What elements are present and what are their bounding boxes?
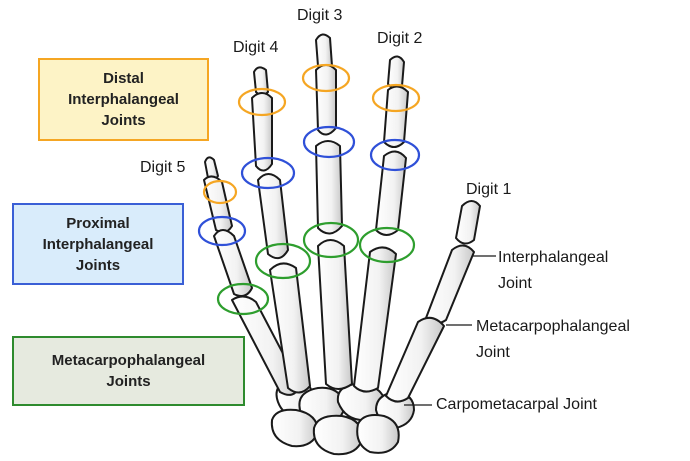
digit-3-label: Digit 3 (297, 6, 342, 26)
legend-distal-line2: Interphalangeal (68, 89, 179, 110)
digit-4-label: Digit 4 (233, 38, 278, 58)
legend-distal-line3: Joints (68, 110, 179, 131)
thumb-mcp-line2: Joint (476, 340, 630, 366)
thumb-carpometacarpal-label: Carpometacarpal Joint (436, 395, 597, 415)
thumb-metacarpophalangeal-label: Metacarpophalangeal Joint (476, 314, 630, 366)
digit-3-bones (316, 34, 352, 389)
legend-distal-line1: Distal (68, 68, 179, 89)
digit-1-label: Digit 1 (466, 180, 511, 200)
thumb-ip-line2: Joint (498, 271, 608, 297)
legend-distal-interphalangeal: Distal Interphalangeal Joints (38, 58, 209, 141)
thumb-mcp-line1: Metacarpophalangeal (476, 314, 630, 340)
digit-5-label: Digit 5 (140, 158, 185, 178)
legend-proximal-line1: Proximal (43, 213, 154, 234)
digit-2-label: Digit 2 (377, 29, 422, 49)
legend-mcp-line2: Joints (52, 371, 205, 392)
thumb-ip-line1: Interphalangeal (498, 245, 608, 271)
legend-proximal-line3: Joints (43, 255, 154, 276)
legend-mcp-line1: Metacarpophalangeal (52, 350, 205, 371)
legend-metacarpophalangeal: Metacarpophalangeal Joints (12, 336, 245, 406)
legend-proximal-line2: Interphalangeal (43, 234, 154, 255)
legend-proximal-interphalangeal: Proximal Interphalangeal Joints (12, 203, 184, 285)
thumb-interphalangeal-label: Interphalangeal Joint (498, 245, 608, 297)
